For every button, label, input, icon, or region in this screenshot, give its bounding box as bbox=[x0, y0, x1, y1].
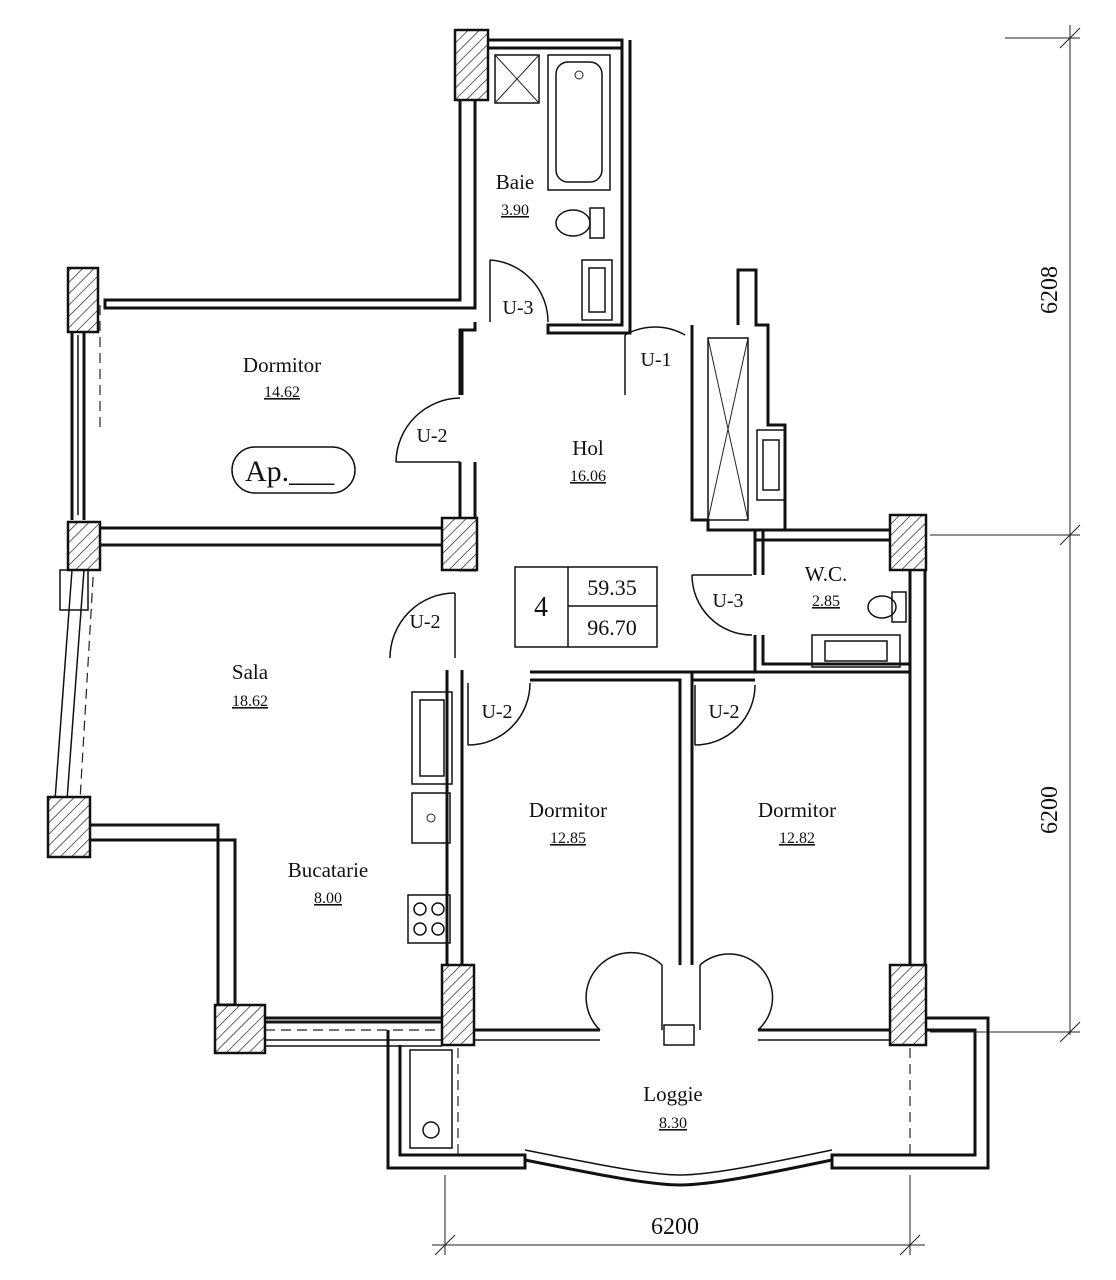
room-wc-name: W.C. bbox=[805, 562, 847, 586]
room-dormitor-center-area: 12.85 bbox=[550, 830, 586, 847]
room-dormitor-center-name: Dormitor bbox=[529, 798, 607, 822]
door-label-hol-entry: U-1 bbox=[640, 349, 671, 371]
door-label-dormitor-nw: U-2 bbox=[416, 425, 447, 447]
room-bucatarie-area: 8.00 bbox=[314, 890, 342, 907]
room-hol-area: 16.06 bbox=[570, 468, 606, 485]
room-dormitor-nw-area: 14.62 bbox=[264, 384, 300, 401]
columns bbox=[46, 28, 928, 1055]
dimension-right-upper: 6208 bbox=[1037, 266, 1063, 314]
door-label-baie: U-3 bbox=[502, 297, 533, 319]
room-wc-area: 2.85 bbox=[812, 593, 840, 610]
dimension-lines bbox=[432, 25, 1081, 1256]
dimension-bottom: 6200 bbox=[651, 1214, 699, 1240]
apartment-label: Ap.___ bbox=[245, 455, 335, 488]
area-info-box bbox=[514, 566, 658, 648]
room-loggie-area: 8.30 bbox=[659, 1115, 687, 1132]
door-label-sala: U-2 bbox=[409, 611, 440, 633]
room-loggie-name: Loggie bbox=[643, 1082, 702, 1106]
door-swings bbox=[389, 259, 774, 1031]
room-baie-area: 3.90 bbox=[501, 202, 529, 219]
room-sala-name: Sala bbox=[232, 660, 269, 684]
dimension-right-lower: 6200 bbox=[1037, 786, 1063, 834]
room-bucatarie-name: Bucatarie bbox=[288, 858, 368, 882]
room-sala-area: 18.62 bbox=[232, 693, 268, 710]
info-total-area: 96.70 bbox=[587, 615, 637, 640]
room-hol-name: Hol bbox=[572, 436, 604, 460]
door-label-wc: U-3 bbox=[712, 590, 743, 612]
room-baie-name: Baie bbox=[496, 170, 534, 194]
room-dormitor-nw-name: Dormitor bbox=[243, 353, 321, 377]
door-label-dormitor-east: U-2 bbox=[708, 701, 739, 723]
room-dormitor-east-name: Dormitor bbox=[758, 798, 836, 822]
info-room-count: 4 bbox=[534, 592, 548, 623]
apartment-label-frame bbox=[231, 446, 356, 494]
info-living-area: 59.35 bbox=[587, 575, 637, 600]
room-dormitor-east-area: 12.82 bbox=[779, 830, 815, 847]
door-label-dormitor-center: U-2 bbox=[481, 701, 512, 723]
fixtures bbox=[407, 54, 907, 1149]
